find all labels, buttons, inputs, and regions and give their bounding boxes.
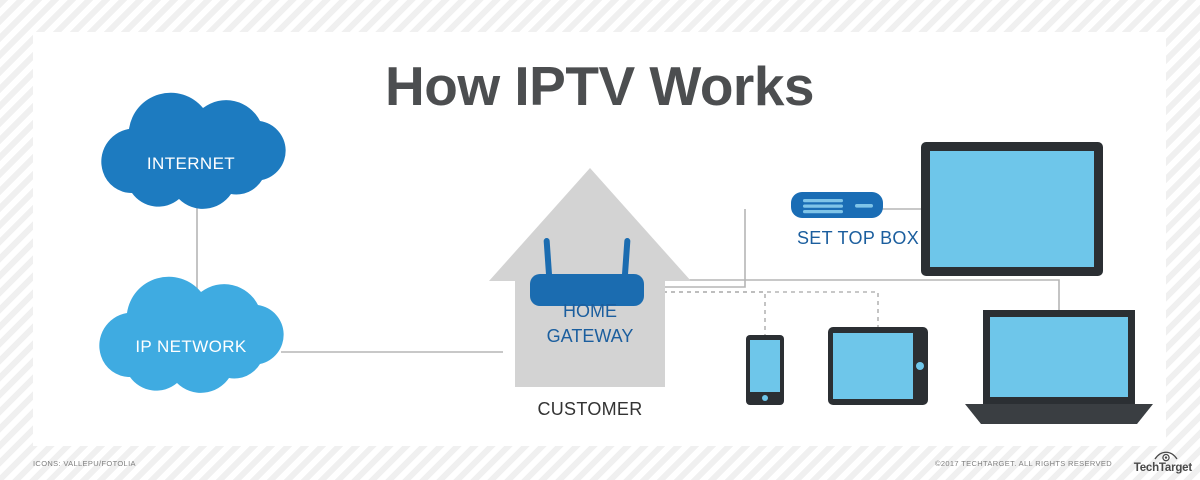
- home-gateway-label-line1: HOME: [563, 301, 617, 321]
- connector-gateway-smartphone: [631, 291, 766, 335]
- internet-cloud-icon[interactable]: [101, 92, 286, 209]
- ip-network-label: IP NETWORK: [135, 337, 247, 356]
- tablet-icon[interactable]: [828, 327, 928, 405]
- connector-lines: [196, 192, 1060, 353]
- infographic-card: How IPTV Works: [33, 32, 1166, 446]
- icon-credit: ICONS: VALLEPU/FOTOLIA: [33, 459, 136, 468]
- ip-network-cloud-icon[interactable]: [99, 276, 284, 393]
- home-gateway-label: HOME GATEWAY: [495, 299, 685, 349]
- diagram-canvas: [99, 92, 1153, 424]
- set-top-box-label: SET TOP BOX: [796, 228, 920, 248]
- page-title: How IPTV Works: [385, 55, 815, 117]
- internet-label: INTERNET: [146, 154, 236, 173]
- set-top-box-icon[interactable]: [791, 192, 883, 218]
- connector-gateway-tablet: [631, 291, 879, 327]
- connector-gateway-set-top-box: [631, 209, 746, 288]
- laptop-icon[interactable]: [965, 310, 1153, 424]
- techtarget-logo[interactable]: TechTarget: [1118, 450, 1192, 476]
- home-gateway-router-icon[interactable]: [530, 238, 644, 306]
- television-icon[interactable]: [921, 142, 1103, 276]
- techtarget-logo-text: TechTarget: [1133, 462, 1192, 474]
- smartphone-icon[interactable]: [746, 335, 784, 405]
- connector-gateway-laptop: [631, 279, 1060, 310]
- customer-label: CUSTOMER: [537, 399, 643, 419]
- techtarget-eye-icon: [1154, 451, 1178, 462]
- copyright-notice: ©2017 TECHTARGET. ALL RIGHTS RESERVED: [934, 459, 1112, 468]
- home-gateway-label-line2: GATEWAY: [546, 326, 634, 346]
